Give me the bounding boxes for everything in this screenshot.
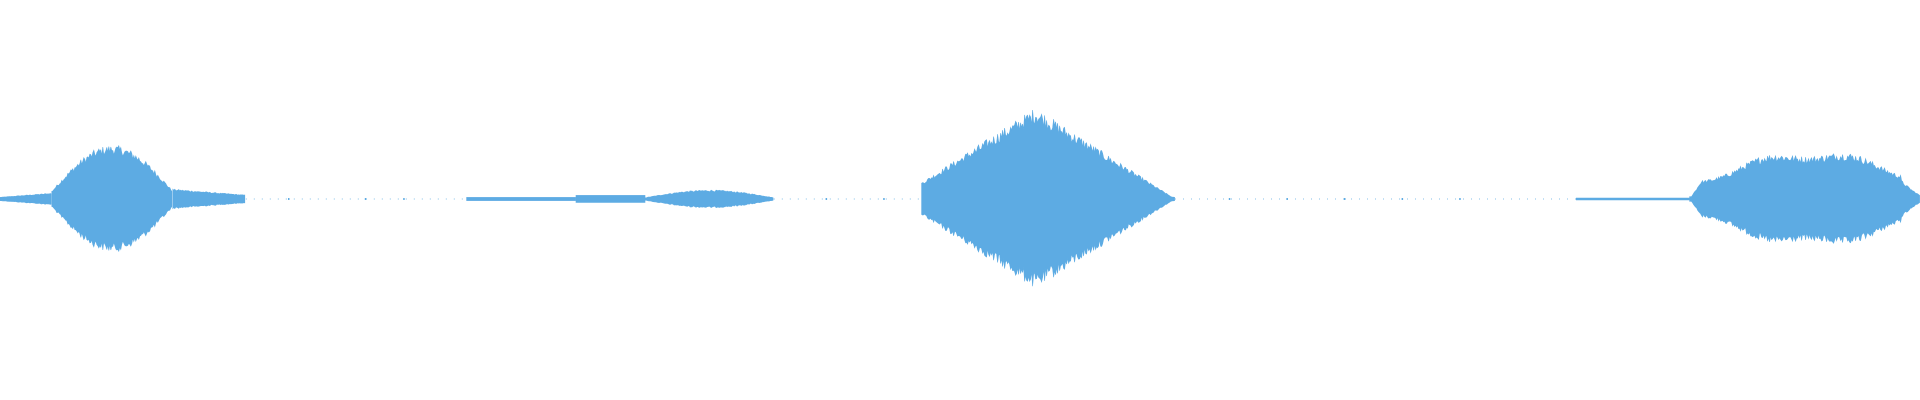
waveform-segment: [1576, 197, 1690, 201]
waveform-segment: [466, 197, 576, 201]
waveform-segment: [0, 193, 52, 205]
waveform-segment: [1689, 153, 1920, 244]
silence-tick: [364, 198, 367, 200]
silence-tick: [288, 198, 290, 200]
silence-tick: [403, 198, 405, 200]
waveform-segment: [575, 195, 646, 203]
silence-tick: [1286, 198, 1288, 200]
waveform-segment: [921, 109, 1175, 287]
silence-tick: [1228, 198, 1231, 200]
silence-tick: [1459, 198, 1461, 200]
waveform-segment: [644, 189, 774, 209]
silence-tick: [825, 198, 828, 200]
silence-tick: [1344, 198, 1346, 200]
silence-tick: [883, 198, 885, 200]
silence-tick: [1401, 198, 1404, 200]
waveform-segment: [172, 188, 246, 210]
waveform-segment: [51, 144, 173, 253]
